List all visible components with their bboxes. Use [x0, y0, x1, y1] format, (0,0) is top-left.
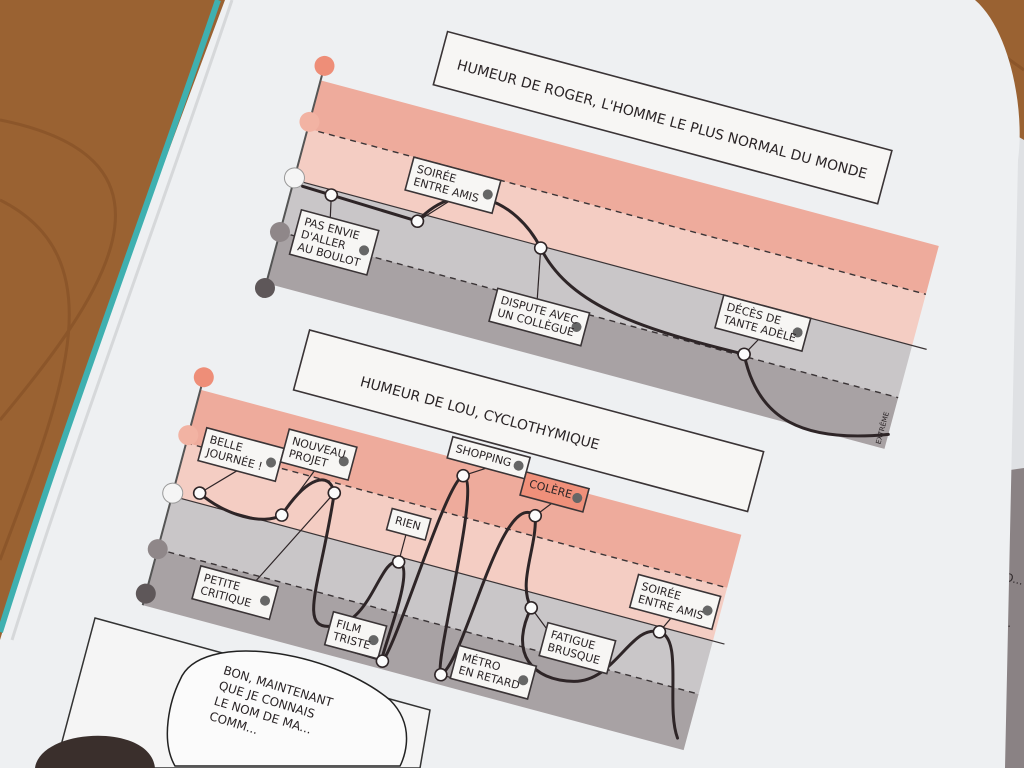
champagne-glass-icon: [702, 605, 713, 616]
event-label: Dispute avecun collègue: [488, 241, 591, 347]
event-node: [327, 486, 342, 500]
event-label: Rien: [385, 507, 432, 569]
event-node: [652, 625, 667, 639]
roger-mood-chart: Humeur de Roger, l'homme le plus normal …: [254, 30, 939, 449]
event-node: [434, 667, 448, 682]
explosion-icon: [572, 493, 583, 504]
event-label: Décès detante Adèle: [714, 294, 812, 362]
film-strip-icon: [368, 635, 379, 646]
character-head: [35, 735, 155, 768]
event-node: [192, 486, 207, 500]
event-label: Petitecritique: [191, 486, 342, 621]
event-node: [528, 508, 543, 523]
event-node: [391, 555, 406, 569]
neutral-face-icon: [283, 167, 305, 189]
sad-face-icon: [147, 539, 168, 560]
stick-figure-icon: [571, 321, 582, 332]
band-normal-high: [171, 442, 728, 641]
document-icon: [338, 456, 349, 467]
thumbs-down-icon: [260, 595, 271, 606]
event-label-text: Film: [335, 617, 363, 636]
sad-face-icon: [269, 221, 290, 242]
time-axis-arrow: [293, 179, 927, 350]
happy-face-icon: [299, 111, 320, 132]
event-node: [456, 468, 470, 483]
sun-icon: [266, 457, 277, 468]
event-node: [737, 347, 751, 362]
event-label: Pas envied'allerau boulot: [288, 188, 380, 276]
event-label: Filmtriste: [323, 610, 390, 668]
lou-title-box: [292, 329, 765, 513]
band-extreme-low: [142, 549, 699, 751]
event-node: [533, 241, 548, 255]
happy-face-icon: [178, 425, 199, 446]
cross-icon: [792, 327, 803, 338]
speech-bubble: [166, 650, 408, 767]
lou-mood-curve: [198, 474, 680, 740]
book-spine-edge: [0, 0, 221, 633]
event-node: [375, 654, 390, 668]
event-node: [324, 188, 339, 202]
roger-title-box: [432, 30, 893, 205]
neutral-face-icon: [162, 482, 184, 504]
very-sad-face-icon: [135, 583, 156, 604]
hanger-icon: [513, 460, 524, 471]
metro-icon: [518, 675, 529, 686]
mood-face-icons: [254, 55, 335, 299]
band-extreme-high: [307, 80, 939, 295]
very-happy-face-icon: [314, 55, 335, 76]
very-sad-face-icon: [254, 278, 275, 299]
event-label: Métroen retard: [434, 644, 538, 700]
very-happy-face-icon: [193, 367, 214, 388]
event-node: [274, 508, 289, 522]
event-node: [410, 214, 425, 229]
alarm-clock-icon: [359, 245, 370, 256]
event-label: Colère: [519, 470, 591, 523]
event-label: Soiréeentre amis: [628, 573, 722, 639]
champagne-glass-icon: [482, 189, 493, 200]
event-node: [524, 601, 539, 615]
